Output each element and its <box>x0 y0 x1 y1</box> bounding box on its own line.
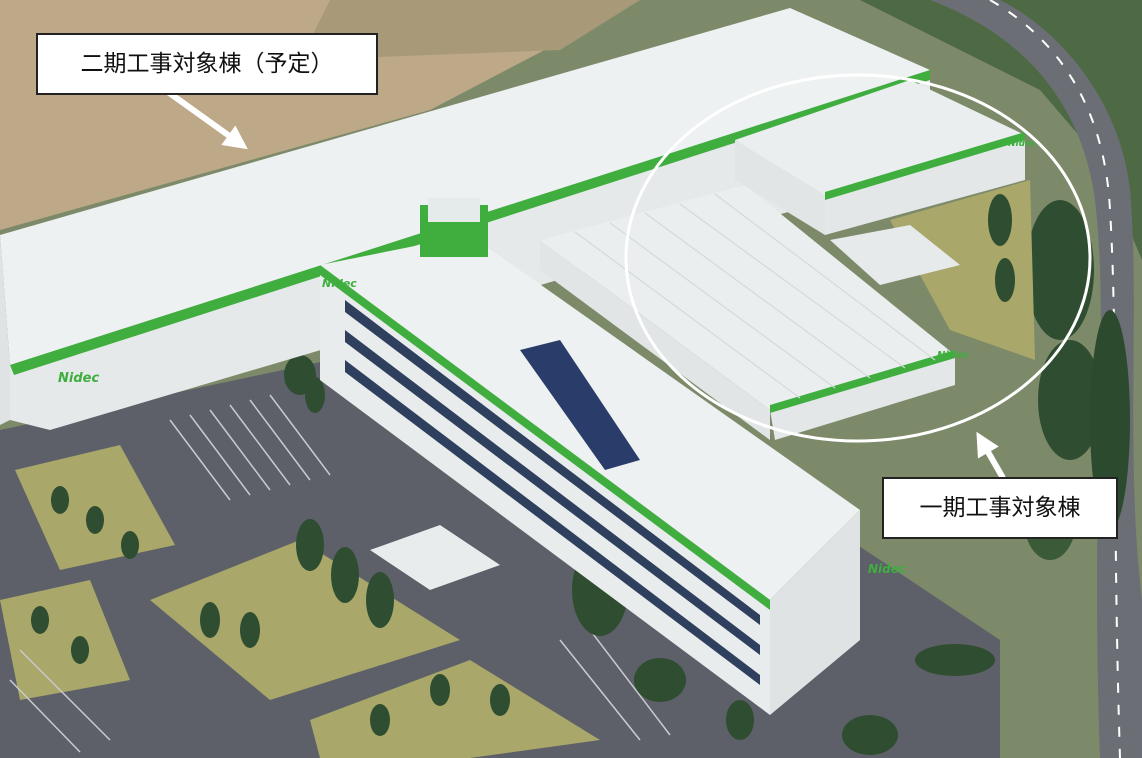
wall-logo-left: Nidec <box>58 371 99 386</box>
arrow-icon <box>976 431 1006 480</box>
office-building <box>320 198 860 715</box>
phase2-callout-label: 二期工事対象棟（予定） <box>36 33 378 95</box>
solar-panels <box>520 340 640 470</box>
wall-logo-front: Nidec <box>868 562 906 576</box>
phase1-callout-text: 一期工事対象棟 <box>919 494 1081 521</box>
wall-logo-phase1: Nidec <box>937 350 969 361</box>
phase2-callout-text: 二期工事対象棟（予定） <box>80 50 334 77</box>
field-patch <box>300 0 640 60</box>
main-road <box>930 0 1142 758</box>
lawn-bottom-left <box>0 580 130 700</box>
parking-lines <box>9 394 671 753</box>
arrow-icon <box>166 89 248 150</box>
wall-logo-office: Nidec <box>322 277 357 290</box>
road-marking <box>989 0 1121 758</box>
phase1-callout-label: 一期工事対象棟 <box>882 477 1118 539</box>
phase1-building <box>540 80 1025 440</box>
wall-logo-phase1-rear: Nidec <box>1008 139 1037 149</box>
highlight-ellipse-icon <box>624 73 1092 443</box>
lawn-center <box>150 540 460 700</box>
